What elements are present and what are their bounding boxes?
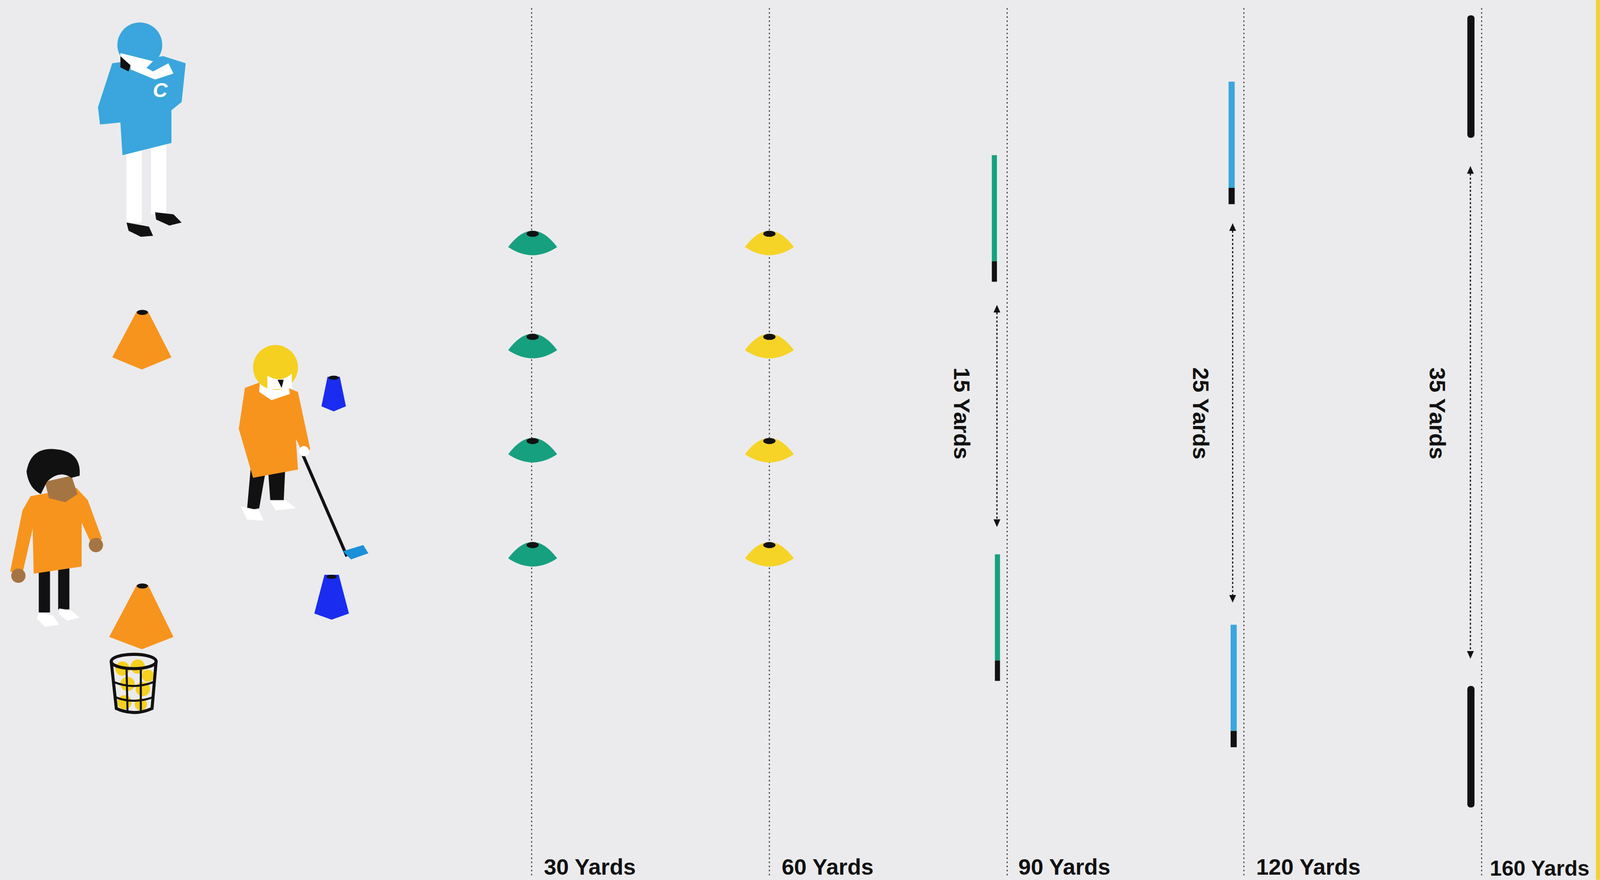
ball-basket <box>113 668 155 713</box>
ball-basket <box>111 654 156 713</box>
shirt-letter: C <box>153 79 169 100</box>
orange-cone <box>136 583 148 589</box>
ball-basket <box>117 694 132 710</box>
player-figure <box>57 563 70 610</box>
distance-label: 30 Yards <box>544 856 636 879</box>
ball-basket <box>141 669 155 682</box>
player-figure <box>10 449 103 627</box>
yard-line <box>531 8 1482 876</box>
target-pole <box>1230 624 1237 731</box>
golfer-figure <box>342 545 369 560</box>
orange-cone <box>112 311 172 370</box>
orange-cone <box>136 309 148 315</box>
player-figure <box>26 449 80 494</box>
target-pole <box>995 659 1001 681</box>
golfer-figure <box>269 500 296 511</box>
coach-figure <box>151 142 167 215</box>
target-pole <box>1467 685 1475 808</box>
blue-cone <box>314 574 350 620</box>
gap-dimension: 15 Yards <box>950 367 973 460</box>
yard-line <box>1006 8 1008 876</box>
golfer-figure <box>277 379 284 388</box>
distance-label: 120 Yards <box>1256 856 1361 879</box>
marker-disc <box>508 333 558 359</box>
coach-figure <box>126 222 154 238</box>
blue-cone <box>326 574 337 579</box>
distance-label: 90 Yards <box>1018 856 1110 879</box>
gap-dimension: 25 Yards <box>1188 367 1211 460</box>
marker-disc <box>508 333 558 359</box>
marker-disc <box>508 437 558 463</box>
gap-arrow <box>996 308 998 524</box>
marker-disc <box>744 230 794 256</box>
coach-figure <box>126 142 142 223</box>
marker-disc <box>526 333 539 340</box>
golfer-figure <box>240 505 264 521</box>
target-pole <box>1228 81 1236 188</box>
target-pole <box>995 554 1001 661</box>
blue-cone <box>328 375 339 380</box>
marker-disc <box>744 541 794 567</box>
orange-cone <box>109 309 174 649</box>
target-pole <box>991 154 997 262</box>
marker-disc <box>508 230 795 567</box>
target-pole <box>991 261 997 282</box>
marker-disc <box>508 230 558 256</box>
golfer-figure <box>252 344 298 390</box>
player-figure <box>88 537 104 553</box>
marker-disc <box>744 437 794 463</box>
player-figure <box>44 475 78 503</box>
marker-disc <box>526 541 539 548</box>
marker-disc <box>744 541 794 567</box>
marker-disc <box>744 437 794 463</box>
orange-cone <box>109 584 174 649</box>
marker-disc <box>763 437 776 445</box>
marker-disc <box>526 230 539 238</box>
marker-disc <box>526 437 539 445</box>
marker-disc <box>508 230 558 256</box>
marker-disc <box>763 541 776 548</box>
coach-figure <box>154 212 182 226</box>
blue-cone <box>314 375 350 620</box>
marker-disc <box>763 333 776 340</box>
marker-disc <box>763 230 776 238</box>
target-pole <box>1228 187 1236 205</box>
gap-dimension: 35 Yards <box>1425 367 1448 460</box>
coach-figure <box>120 53 154 72</box>
target-pole <box>991 15 1475 808</box>
marker-disc <box>744 230 794 256</box>
marker-disc <box>508 541 558 567</box>
target-pole <box>1230 730 1237 747</box>
marker-disc <box>744 333 794 359</box>
player-figure <box>59 608 80 621</box>
golfer-figure <box>238 344 369 560</box>
golfer-figure <box>267 373 293 391</box>
ball-basket <box>111 654 156 669</box>
player-figure <box>10 487 102 574</box>
distance-label: 160 Yards <box>1489 856 1590 879</box>
marker-disc <box>508 541 558 567</box>
player-figure <box>36 612 59 627</box>
player-figure <box>11 568 26 583</box>
yard-line <box>1481 8 1483 876</box>
gap-arrow <box>996 169 1471 656</box>
range-edge <box>1596 0 1600 880</box>
target-pole <box>1467 15 1475 139</box>
golfer-figure <box>298 446 309 457</box>
marker-disc <box>508 437 558 463</box>
gap-arrow <box>1232 226 1234 599</box>
gap-arrow <box>1469 169 1472 656</box>
ball-basket <box>111 661 156 713</box>
blue-cone <box>321 376 347 412</box>
coach-figure <box>98 22 186 237</box>
yard-line <box>1243 8 1245 876</box>
golfer-figure <box>303 455 348 557</box>
marker-disc <box>744 333 794 359</box>
distance-label: 60 Yards <box>781 856 874 879</box>
coach-figure <box>120 56 131 72</box>
